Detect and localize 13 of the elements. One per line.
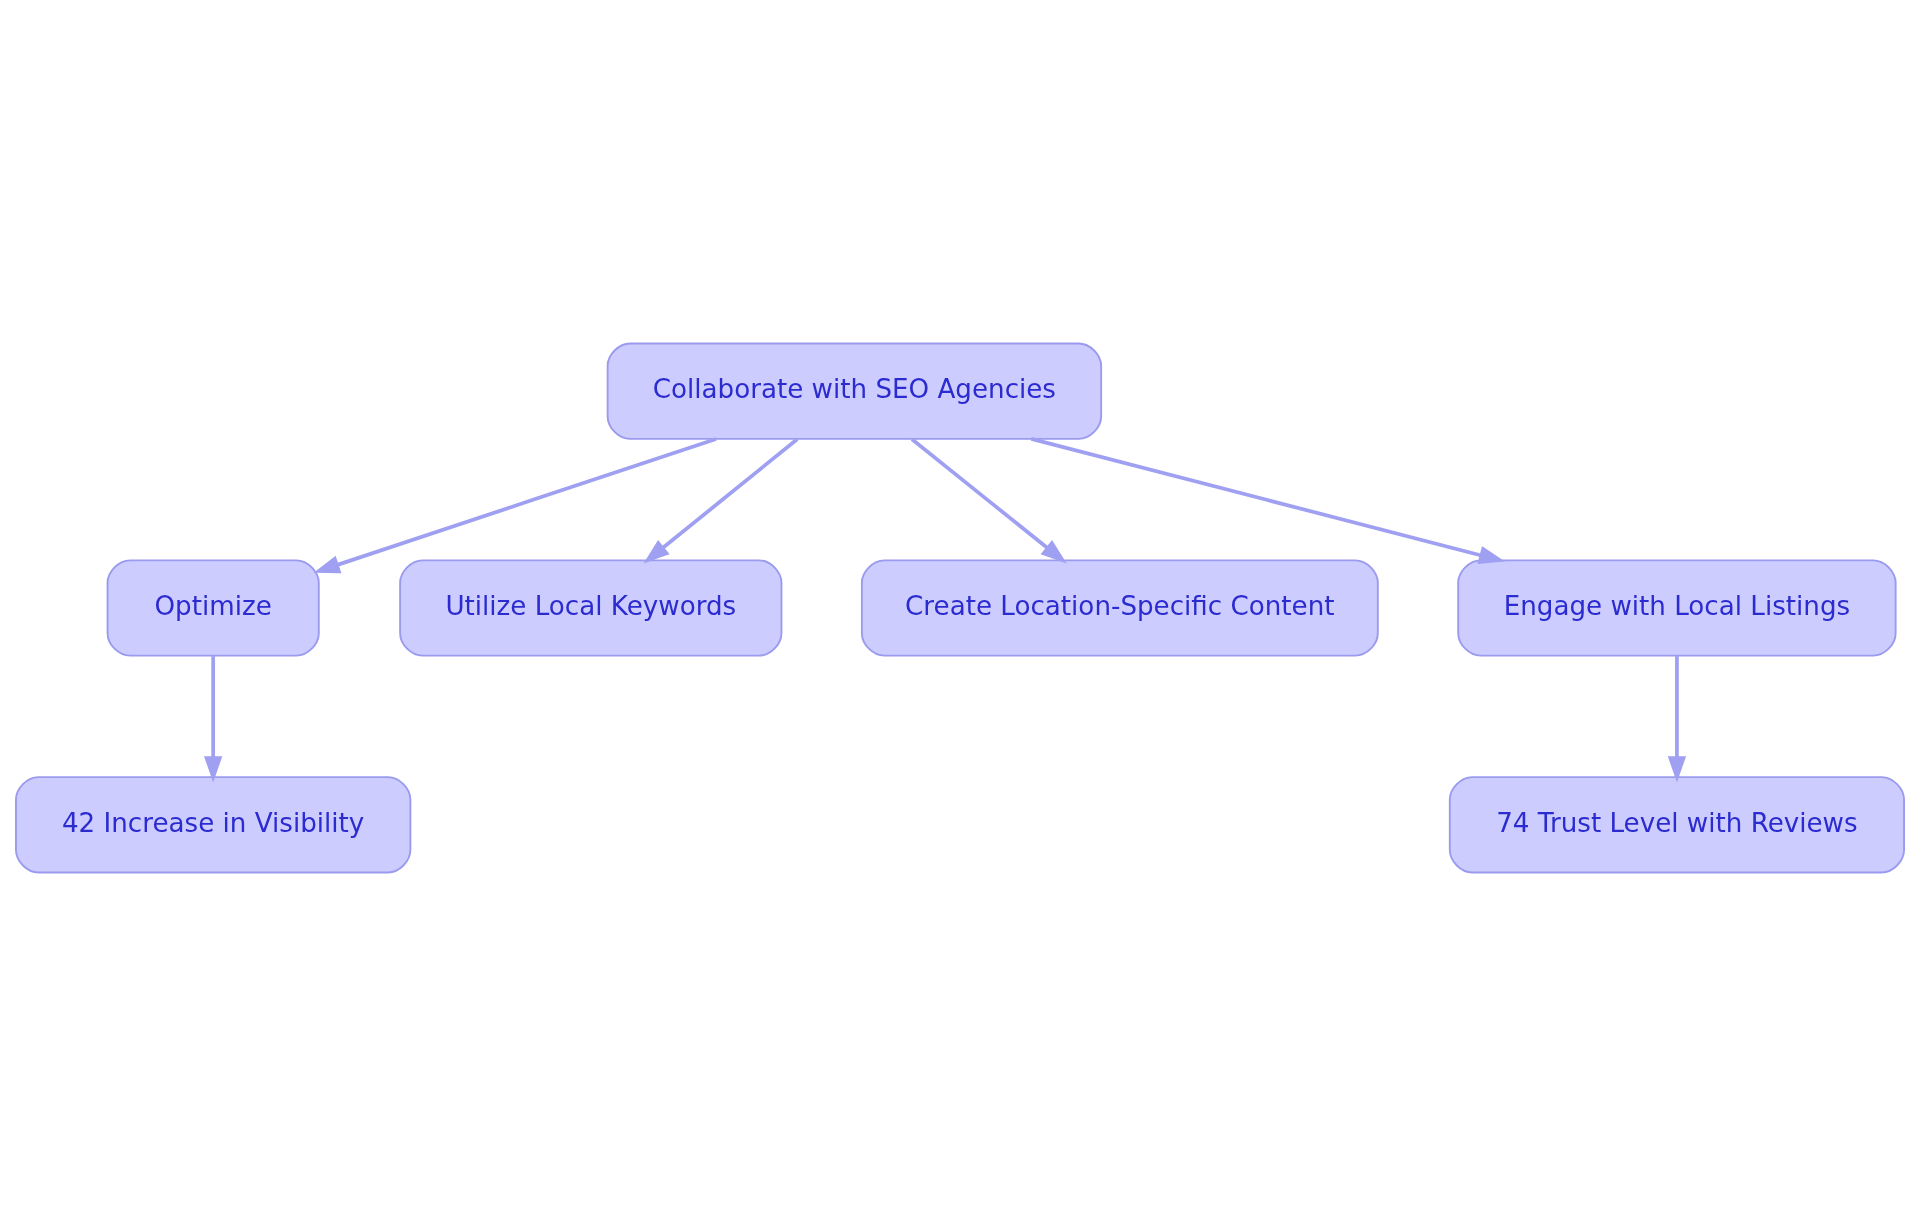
node-box: Utilize Local Keywords (399, 558, 783, 657)
arrow (643, 437, 799, 564)
arrow (204, 655, 223, 782)
node-box: 42 Increase in Visibility (15, 775, 412, 873)
node-box: Collaborate with SEO Agencies (606, 342, 1103, 440)
arrow (1030, 436, 1506, 564)
arrow (1667, 655, 1687, 782)
node-box: 74 Trust Level with Reviews (1448, 775, 1905, 873)
node-box: Create Location-Specific Content (860, 558, 1379, 657)
arrow (910, 437, 1067, 563)
node-box: Engage with Local Listings (1457, 558, 1897, 657)
node-box: Optimize (106, 558, 320, 657)
arrow (313, 436, 717, 573)
